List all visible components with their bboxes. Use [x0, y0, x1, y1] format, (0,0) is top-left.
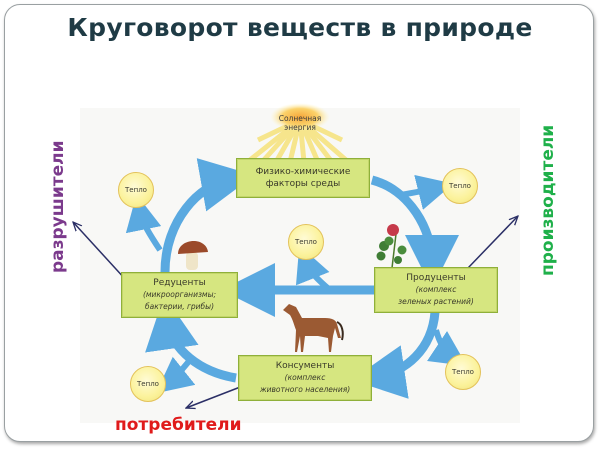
heat-node: Тепло [130, 366, 166, 402]
heat-node: Тепло [288, 224, 324, 260]
box-factors-line2: факторы среды [265, 179, 341, 189]
box-producers-sub1: (комплекс [415, 285, 457, 294]
sun-icon [248, 103, 348, 164]
box-reducers-sub2: бактерии, грибы) [144, 302, 215, 311]
pointer-producers [467, 216, 518, 269]
arrow-heat-2 [399, 174, 454, 210]
box-producers: Продуценты (комплекс зеленых растений) [374, 267, 498, 313]
label-producers: производители [538, 124, 558, 276]
box-factors: Физико-химические факторы среды [236, 158, 370, 198]
arrow-heat-5 [427, 329, 467, 366]
heat-node: Тепло [445, 354, 481, 390]
sun-label-line1: Солнечная [278, 114, 322, 123]
mushroom-icon [178, 240, 208, 270]
slide-title: Круговорот веществ в природе [67, 13, 533, 42]
arrow-producers-to-consumers [351, 311, 440, 399]
heat-node: Тепло [442, 168, 478, 204]
box-reducers-title: Редуценты [153, 278, 206, 288]
arrow-heat-1 [125, 194, 163, 252]
arrow-reducers-to-factors [160, 158, 255, 273]
box-producers-sub2: зеленых растений) [398, 297, 474, 306]
label-destroyers: разрушители [48, 140, 68, 273]
horse-icon [283, 304, 344, 352]
box-consumers: Консументы (комплекс животного населения… [238, 355, 372, 401]
box-reducers: Редуценты (микроорганизмы; бактерии, гри… [121, 272, 238, 318]
box-consumers-sub2: животного населения) [259, 385, 351, 394]
arrow-factors-to-producers [370, 175, 459, 289]
pointer-consumers [186, 383, 249, 408]
sun-label: Солнечная энергия [268, 114, 332, 132]
box-consumers-title: Консументы [275, 361, 335, 371]
arrow-heat-4 [155, 356, 196, 394]
box-factors-line1: Физико-химические [255, 167, 351, 177]
label-consumers: потребители [115, 415, 242, 435]
box-producers-title: Продуценты [406, 273, 466, 283]
box-consumers-sub1: (комплекс [284, 373, 326, 382]
box-reducers-sub1: (микроорганизмы; [142, 290, 217, 299]
arrow-heat-3 [295, 245, 332, 293]
pointer-destroyers [73, 222, 127, 281]
clover-icon [376, 224, 407, 269]
heat-node: Тепло [118, 172, 154, 208]
sun-label-line2: энергия [284, 123, 316, 132]
